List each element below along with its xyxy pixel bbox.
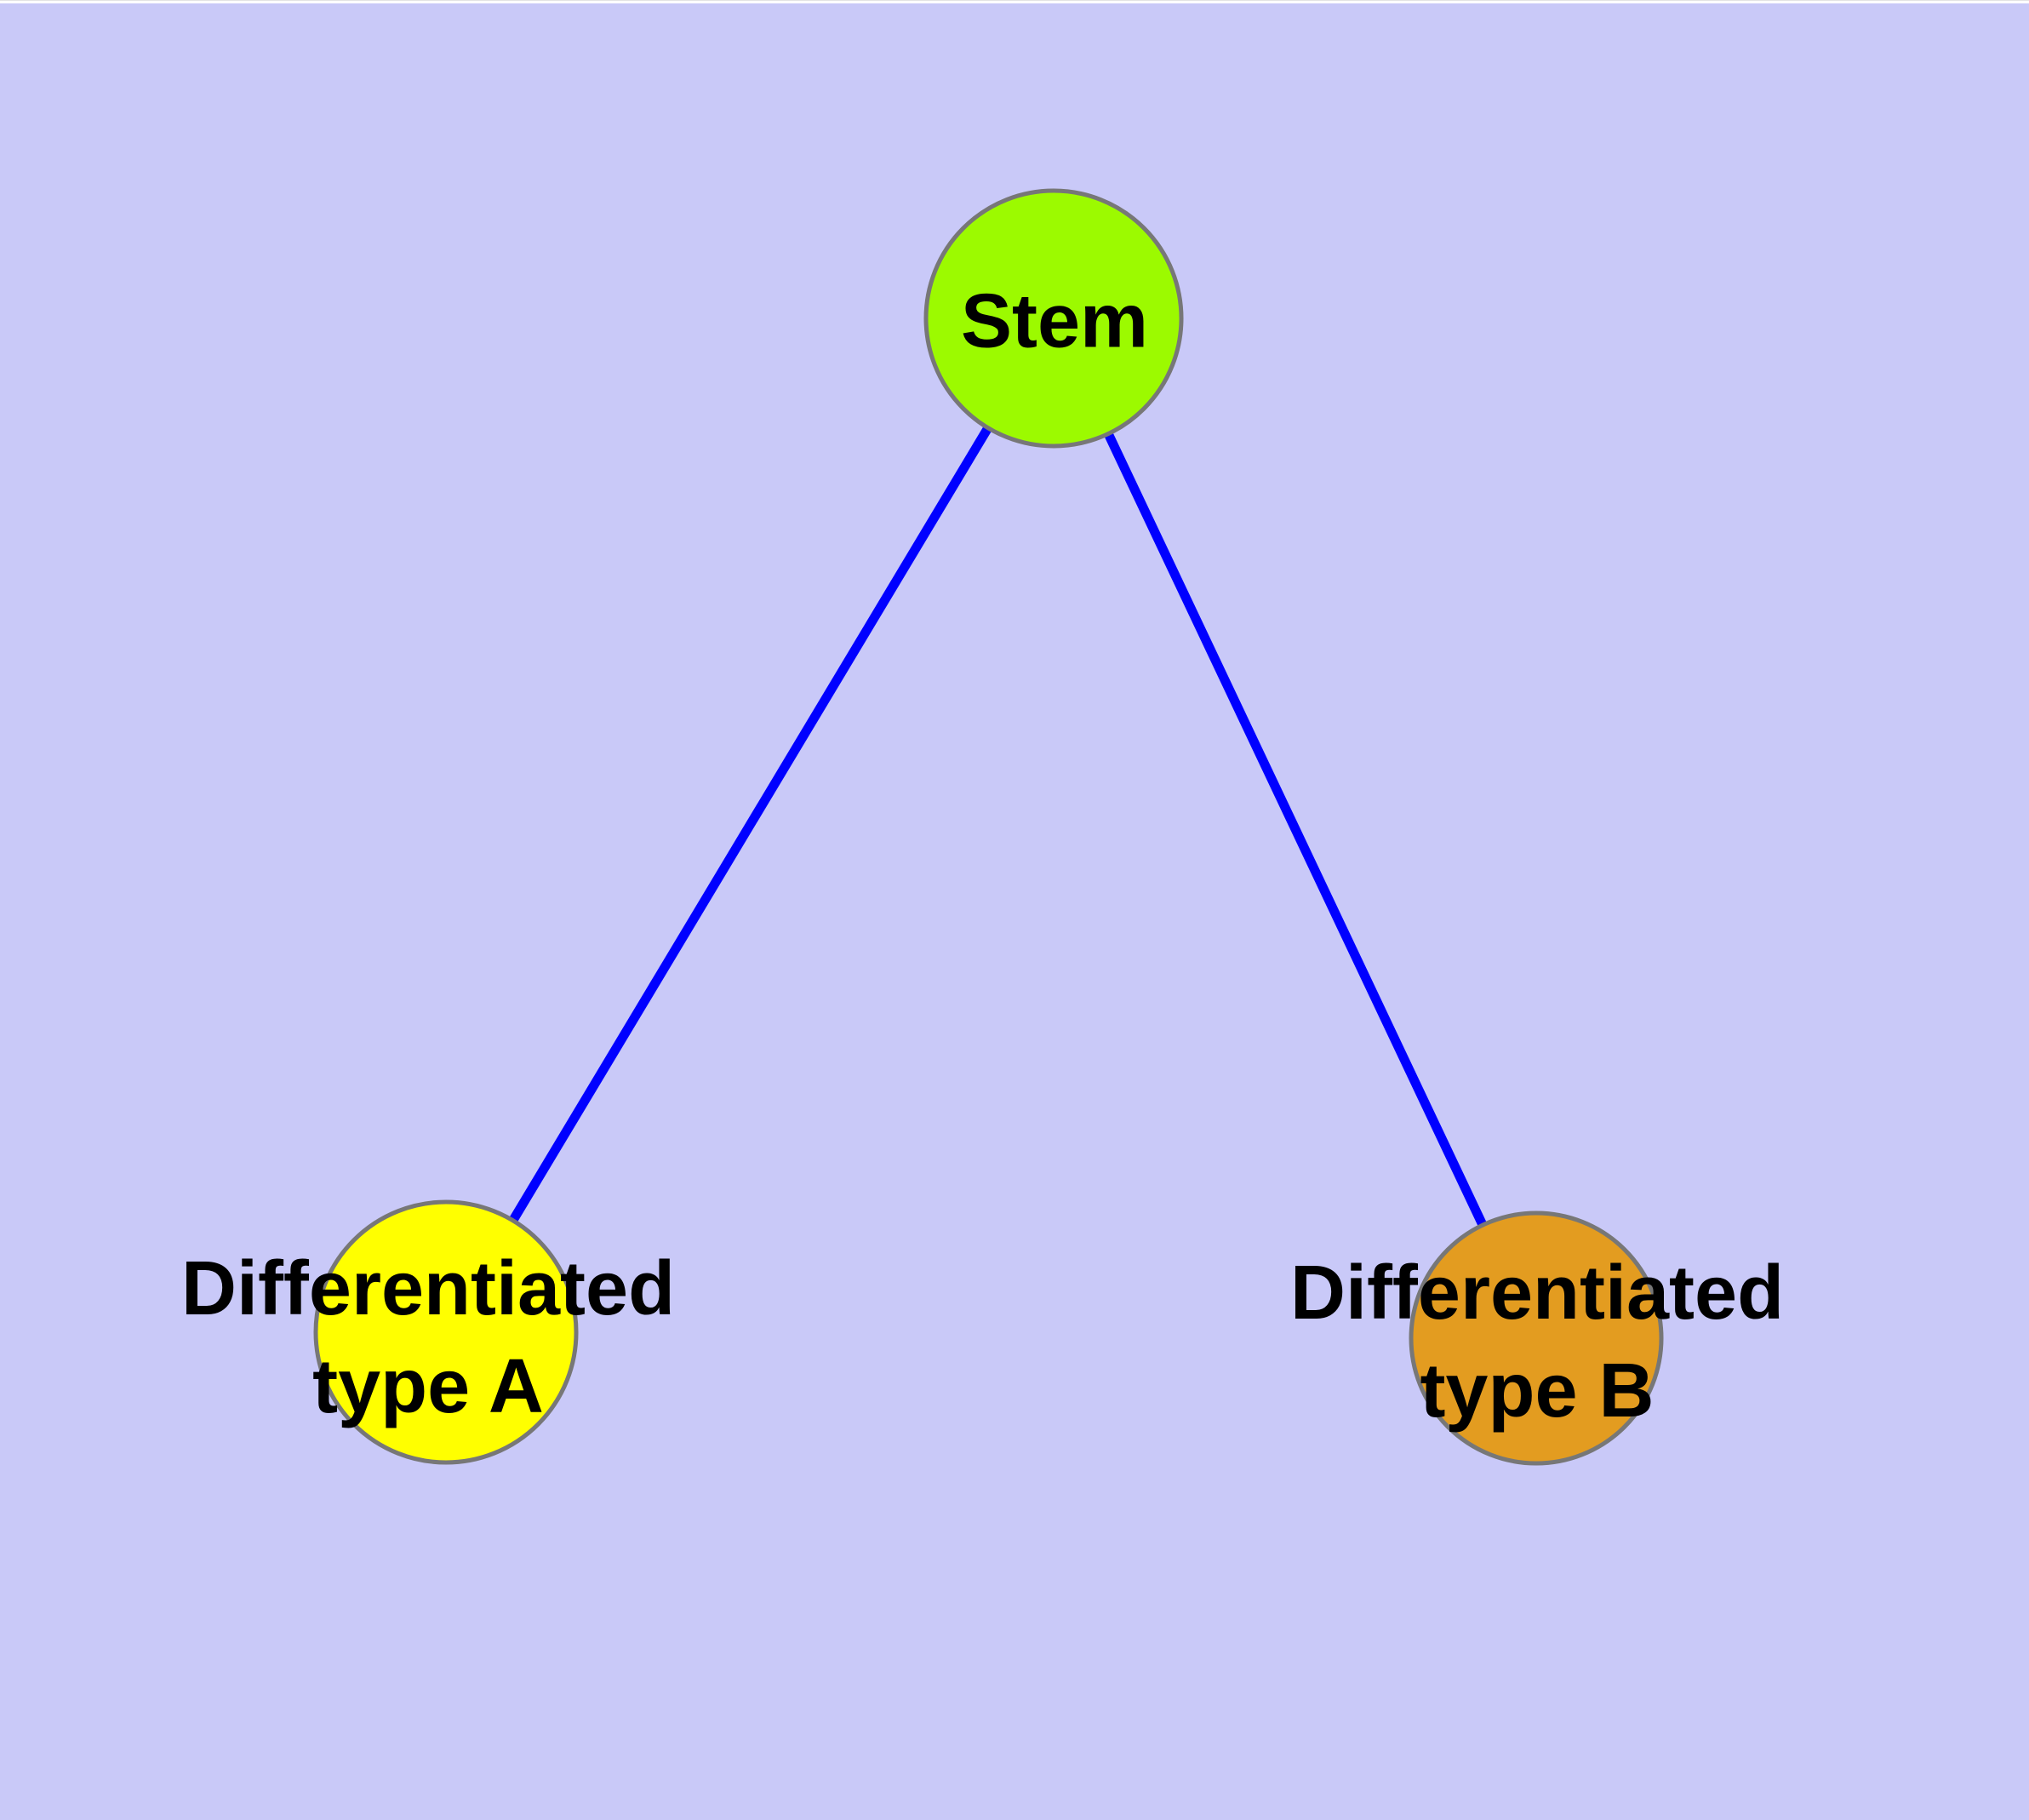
node-label-type-b-line1: Differentiated [1289,1251,1785,1336]
node-differentiated-type-a[interactable] [313,1199,579,1465]
node-stem[interactable] [923,188,1184,449]
edge-stem-to-type-b [1049,316,1540,1341]
node-label-type-a-line1: Differentiated [180,1246,676,1331]
node-label-type-b-line2: type B [1420,1348,1655,1434]
top-border-strip [0,0,2029,3]
edge-stem-to-type-a [442,316,1058,1335]
node-label-stem: Stem [961,273,1148,371]
node-label-differentiated-type-a: Differentiated type A [181,1240,675,1436]
node-label-stem-text: Stem [960,278,1149,364]
node-label-differentiated-type-b: Differentiated type B [1290,1245,1784,1440]
node-differentiated-type-b[interactable] [1409,1210,1664,1466]
node-label-type-a-line2: type A [312,1344,544,1429]
